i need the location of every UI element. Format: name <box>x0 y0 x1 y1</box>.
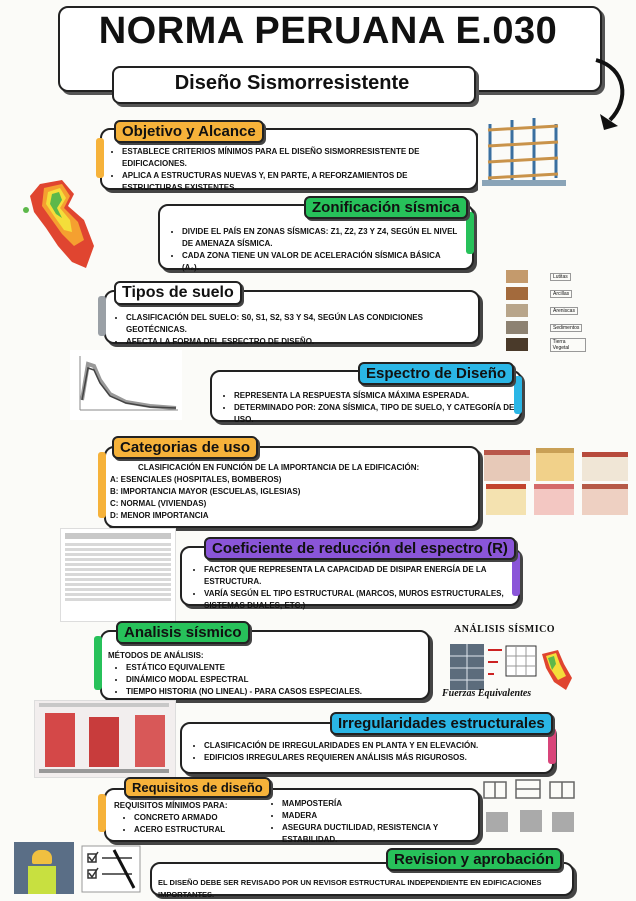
list-item: Establece criterios mínimos para el dise… <box>122 146 464 170</box>
revision-text: El diseño debe ser revisado por un revis… <box>158 878 542 899</box>
analisis-image: ANÁLISIS SÍSMICO Fuerzas Equivalentes <box>440 622 580 704</box>
zonificacion-bullets: Divide el país en zonas sísmicas: Z1, Z2… <box>168 226 458 274</box>
zonificacion-title: Zonificación sísmica <box>304 196 468 219</box>
list-item: Mampostería <box>282 798 476 810</box>
espectro-bullets: Representa la respuesta sísmica máxima e… <box>220 390 516 426</box>
page-title: NORMA PERUANA E.030 <box>98 10 558 52</box>
list-item: Dinámico modal espectral <box>126 674 422 686</box>
list-item: Edificios irregulares requieren análisis… <box>204 752 540 764</box>
requisitos-accent <box>98 794 106 832</box>
analisis-accent <box>94 636 102 690</box>
suelo-title: Tipos de suelo <box>114 281 242 305</box>
soil-label: Areniscas <box>550 306 578 315</box>
suelo-accent <box>98 296 106 336</box>
categorias-card <box>104 446 480 528</box>
categorias-accent <box>98 452 106 518</box>
requisitos-right: Mampostería Madera Asegura ductilidad, r… <box>268 798 476 846</box>
checklist-icon <box>81 845 141 893</box>
revision-title: Revision y aprobación <box>386 848 563 871</box>
list-item: Acero estructural <box>134 824 270 836</box>
categorias-title: Categorias de uso <box>112 436 259 459</box>
building-forces-icon <box>450 644 572 690</box>
coeficiente-title: Coeficiente de reducción del espectro (R… <box>204 537 516 560</box>
subtitle-box <box>112 66 476 104</box>
analisis-image-title: ANÁLISIS SÍSMICO <box>454 624 556 635</box>
list-item: Afecta la forma del espectro de diseño. <box>126 336 472 348</box>
soil-label: Arcillas <box>550 289 573 298</box>
buildings-image <box>484 448 630 515</box>
list-item: Madera <box>282 810 476 822</box>
suelo-bullets: Clasificación del suelo: S0, S1, S2, S3 … <box>112 312 472 348</box>
categorias-intro: Clasificación en función de la importanc… <box>138 463 420 472</box>
analisis-title: Analisis sísmico <box>116 621 250 644</box>
irregularidades-accent <box>548 728 556 764</box>
irregularidades-title: Irregularidades estructurales <box>330 712 553 735</box>
list-item: Factor que representa la capacidad de di… <box>204 564 508 588</box>
structures-image <box>483 779 575 832</box>
zonificacion-accent <box>466 212 474 254</box>
list-item: Tiempo historia (no lineal) - para casos… <box>126 686 422 698</box>
espectro-accent <box>514 376 522 414</box>
page-subtitle: Diseño Sismorresistente <box>174 72 410 94</box>
list-item: Determinado por: zona sísmica, tipo de s… <box>234 402 516 426</box>
list-item: Divide el país en zonas sísmicas: Z1, Z2… <box>182 226 458 250</box>
irregularidades-bullets: Clasificación de irregularidades en plan… <box>190 740 540 764</box>
list-item: B: Importancia mayor (escuelas, iglesias… <box>110 487 301 496</box>
categorias-list: A: Esenciales (hospitales, bomberos) B: … <box>110 474 470 522</box>
list-item: Clasificación de irregularidades en plan… <box>204 740 540 752</box>
list-item: Concreto armado <box>134 812 270 824</box>
soil-label: Tierra Vegetal <box>549 337 586 352</box>
requisitos-left: Concreto armado Acero estructural <box>120 812 270 836</box>
list-item: Clasificación del suelo: S0, S1, S2, S3 … <box>126 312 472 336</box>
list-item: Estático equivalente <box>126 662 422 674</box>
irregular-buildings-image <box>34 700 176 778</box>
list-item: Cada zona tiene un valor de aceleración … <box>182 250 458 274</box>
objetivo-bullets: Establece criterios mínimos para el dise… <box>108 146 464 194</box>
r-table-image <box>60 528 176 622</box>
list-item: A: Esenciales (hospitales, bomberos) <box>110 475 282 484</box>
list-item: D: Menor importancia <box>110 511 209 520</box>
soil-label: Sedimentos <box>550 323 583 332</box>
analisis-image-caption: Fuerzas Equivalentes <box>442 688 532 699</box>
list-item: Varía según el tipo estructural (marcos,… <box>204 588 508 612</box>
objetivo-accent <box>96 138 104 178</box>
list-item: C: Normal (viviendas) <box>110 499 207 508</box>
objetivo-title: Objetivo y Alcance <box>114 120 264 143</box>
soil-samples: Lutitas Arcillas Areniscas Sedimentos Ti… <box>506 268 586 353</box>
soil-label: Lutitas <box>550 272 571 281</box>
curved-arrow-icon <box>595 58 625 130</box>
requisitos-intro: Requisitos mínimos para: <box>114 801 228 810</box>
requisitos-title: Requisitos de diseño <box>124 777 271 798</box>
coeficiente-bullets: Factor que representa la capacidad de di… <box>190 564 508 612</box>
analisis-bullets: Estático equivalente Dinámico modal espe… <box>112 662 422 698</box>
building-frame-image <box>478 110 574 190</box>
espectro-title: Espectro de Diseño <box>358 362 515 385</box>
coeficiente-accent <box>512 552 520 596</box>
peru-seismic-map-image <box>23 180 94 268</box>
list-item: Asegura ductilidad, resistencia y estabi… <box>282 822 476 846</box>
analisis-intro: Métodos de análisis: <box>108 651 204 660</box>
list-item: Aplica a estructuras nuevas y, en parte,… <box>122 170 464 194</box>
spectrum-chart-image <box>70 350 182 420</box>
revision-image <box>14 842 144 894</box>
list-item: Representa la respuesta sísmica máxima e… <box>234 390 516 402</box>
